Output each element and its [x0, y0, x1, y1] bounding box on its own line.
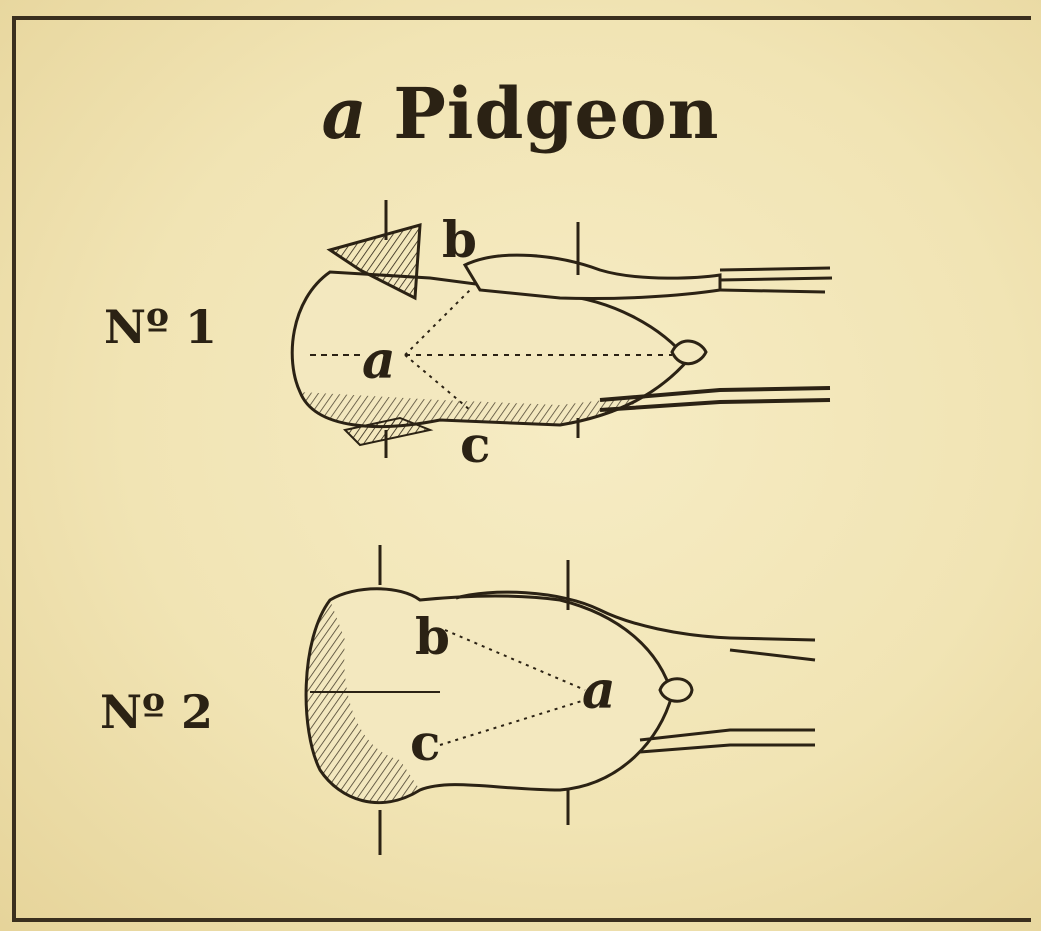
pidgeon-figure-1: a b c — [292, 200, 832, 474]
fig2-point-b: b — [415, 607, 450, 666]
pidgeon-figure-2: b a c — [306, 545, 815, 855]
fig1-point-b: b — [442, 210, 477, 269]
fig2-point-c: c — [410, 713, 440, 772]
fig2-point-a: a — [582, 660, 616, 721]
fig1-point-a: a — [362, 330, 396, 391]
fig1-point-c: c — [460, 415, 490, 474]
